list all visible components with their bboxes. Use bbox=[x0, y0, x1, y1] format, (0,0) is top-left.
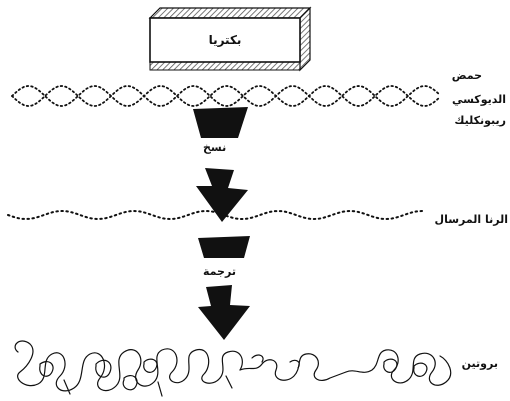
transcription-label: نسخ bbox=[203, 141, 227, 154]
protein-chain bbox=[14, 340, 452, 397]
bacteria-label: بكتريا bbox=[208, 33, 242, 47]
bacteria-box bbox=[148, 6, 312, 72]
dna-label-line1: حمض bbox=[451, 69, 482, 82]
dna-label-line3: ريبونكليك bbox=[454, 114, 506, 127]
mrna-label: الرنا المرسال bbox=[434, 213, 508, 226]
protein-label: بروتين bbox=[461, 357, 498, 370]
dna-label-line2: الديوكسي bbox=[451, 93, 506, 106]
translation-label: ترجمة bbox=[203, 265, 236, 278]
dna-strand-b bbox=[11, 85, 441, 107]
translation-arrow bbox=[198, 236, 250, 340]
transcription-arrow bbox=[193, 107, 248, 222]
dna-double-helix bbox=[11, 85, 441, 107]
mrna-strand bbox=[7, 209, 425, 221]
dna-strand-a bbox=[11, 85, 441, 107]
